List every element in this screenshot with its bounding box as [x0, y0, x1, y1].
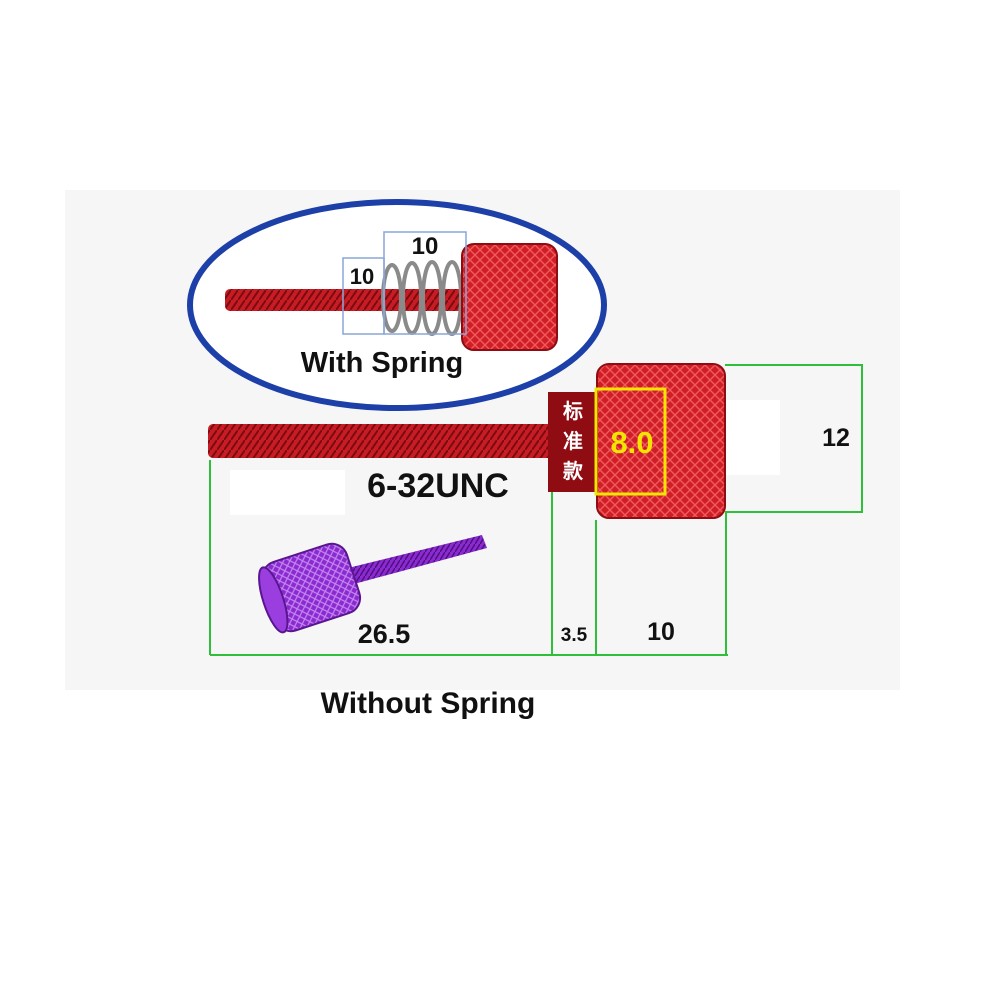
purple-screw-thread [348, 535, 487, 584]
standard-model-char-2: 准 [563, 429, 583, 453]
highlight-patch-2 [230, 470, 345, 515]
without-spring-label: Without Spring [321, 687, 536, 720]
standard-model-char-1: 标 [563, 399, 583, 423]
main-screw-group: 标 准 款 8.0 6-32UNC [208, 363, 726, 519]
main-screw-thread [208, 424, 553, 458]
purple-screw-face [258, 566, 289, 634]
inner-diameter-box [594, 387, 667, 496]
shoulder-length-label: 3.5 [561, 625, 588, 646]
purple-screw-group [258, 535, 487, 634]
dimension-lines [209, 364, 863, 656]
standard-model-tag [548, 392, 598, 492]
thread-spec-label: 6-32UNC [367, 467, 509, 505]
with-spring-label: With Spring [301, 347, 463, 379]
standard-model-char-3: 款 [563, 459, 584, 483]
head-length-label: 10 [647, 618, 675, 646]
spring-diameter-box [342, 257, 385, 335]
head-height-bracket [725, 364, 863, 513]
spring-screw-head [461, 243, 558, 351]
spring-length-label: 10 [412, 233, 439, 260]
highlight-patch [725, 400, 780, 475]
spring-diameter-label: 10 [350, 264, 374, 289]
spring-screw-thread [225, 289, 470, 311]
with-spring-group: 10 10 With Spring [187, 199, 607, 411]
inner-diameter-label: 8.0 [610, 425, 653, 460]
thread-length-label: 26.5 [358, 619, 411, 649]
head-height-label: 12 [822, 424, 850, 452]
